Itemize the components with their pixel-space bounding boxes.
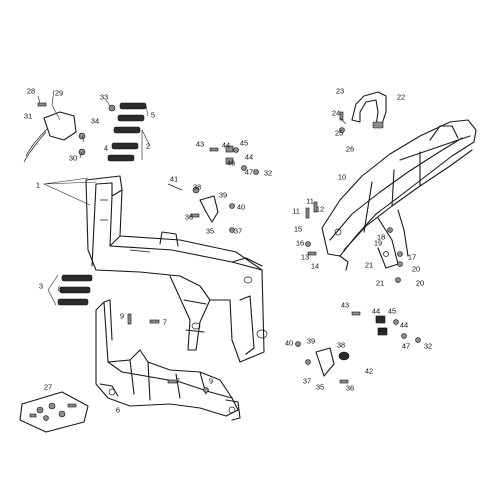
cradle-fasteners [127,313,209,393]
rear-subframe [321,119,477,271]
steering-lock-assembly [23,102,116,163]
callout-45: 45 [239,138,249,148]
callout-21: 21 [364,260,374,270]
callout-5: 5 [150,110,156,120]
callout-34: 34 [90,116,100,126]
callout-43: 43 [195,139,205,149]
callout-44: 44 [399,320,409,330]
callout-9: 9 [119,311,125,321]
callout-9: 9 [208,376,214,386]
callout-23: 23 [335,86,345,96]
callout-35: 35 [315,382,325,392]
callout-37: 37 [302,376,312,386]
callout-15: 15 [293,224,303,234]
callout-45: 45 [387,306,397,316]
callout-25: 25 [334,128,344,138]
callout-2: 2 [145,141,151,151]
grab-handle [351,91,387,129]
callout-33: 33 [99,92,109,102]
fastener-cluster-upper [209,145,259,175]
callout-17: 17 [407,252,417,262]
callout-22: 22 [396,92,406,102]
callout-26: 26 [345,144,355,154]
left-footrest-bracket [167,183,235,233]
callout-37: 37 [233,226,243,236]
callout-29: 29 [54,88,64,98]
callout-47: 47 [244,167,254,177]
main-frame [85,175,268,363]
callout-32: 32 [263,168,273,178]
callout-1: 1 [35,180,41,190]
callout-35: 35 [205,226,215,236]
callout-10: 10 [337,172,347,182]
callout-39: 39 [306,336,316,346]
callout-19: 19 [373,238,383,248]
callout-36: 36 [345,383,355,393]
callout-13: 13 [300,252,310,262]
callout-40: 40 [236,202,246,212]
callout-38: 38 [192,182,202,192]
callout-16: 16 [295,238,305,248]
callout-46: 46 [377,325,387,335]
callout-11: 11 [306,196,314,206]
callout-47: 47 [401,341,411,351]
callout-21: 21 [375,278,385,288]
callout-6: 6 [115,405,121,415]
callout-42: 42 [364,366,374,376]
callout-28: 28 [26,86,36,96]
callout-44: 44 [221,140,231,150]
callout-41: 41 [169,174,179,184]
callout-43: 43 [340,300,350,310]
callout-20: 20 [415,278,425,288]
callout-39: 39 [218,190,228,200]
callout-3: 3 [38,281,44,291]
right-footrest-bracket [295,341,350,384]
callout-7: 7 [162,317,168,327]
fastener-cluster-lower [351,311,421,343]
callout-46: 46 [226,158,236,168]
callout-11: 11 [292,206,300,216]
callout-12: 12 [315,204,325,214]
callout-36: 36 [184,212,194,222]
callout-44: 44 [244,152,254,162]
callout-27: 27 [43,382,53,392]
hardware-kit-bag [19,391,89,433]
callout-7: 7 [175,376,181,386]
callout-31: 31 [23,111,33,121]
lower-cradle [95,299,241,421]
callout-20: 20 [411,264,421,274]
callout-38: 38 [336,340,346,350]
callout-24: 24 [331,108,341,118]
leader-lines [37,89,347,306]
callout-30: 30 [68,153,78,163]
callout-4: 4 [103,143,109,153]
callout-14: 14 [310,261,320,271]
subframe-fasteners [305,111,403,283]
callout-8: 8 [57,284,63,294]
callout-32: 32 [423,341,433,351]
right-footrest-pads [57,274,93,306]
callout-40: 40 [284,338,294,348]
callout-44: 44 [371,306,381,316]
callout-18: 18 [376,232,386,242]
left-footrest-pads [107,102,147,162]
